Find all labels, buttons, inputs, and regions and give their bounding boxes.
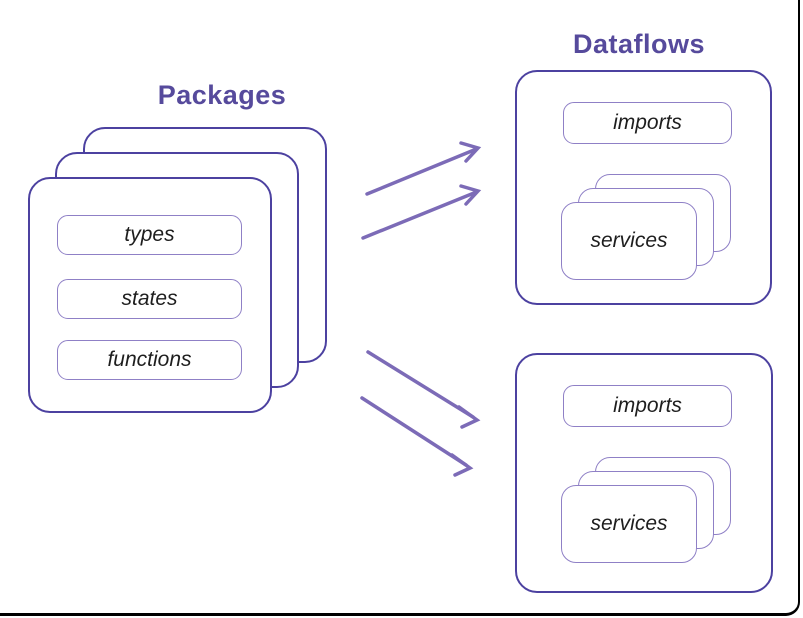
services-card-front-top: services xyxy=(561,202,697,280)
states-box: states xyxy=(57,279,242,319)
dataflow-box-bottom: imports services xyxy=(515,353,773,593)
dataflow-box-top: imports services xyxy=(515,70,772,305)
imports-box-bottom: imports xyxy=(563,385,732,427)
arrow-packages-to-bottom-dataflow-1 xyxy=(366,350,481,429)
dataflows-title: Dataflows xyxy=(572,29,706,59)
packages-title: Packages xyxy=(157,80,287,110)
services-label-bottom: services xyxy=(590,512,668,535)
functions-box: functions xyxy=(57,340,242,380)
imports-box-top: imports xyxy=(563,102,732,144)
imports-label-top: imports xyxy=(613,111,682,134)
packages-stack-card-front: types states functions xyxy=(28,177,272,413)
functions-label: functions xyxy=(107,348,192,371)
services-label-top: services xyxy=(590,229,668,252)
arrow-packages-to-top-dataflow-1 xyxy=(365,141,482,196)
services-card-front-bottom: services xyxy=(561,485,697,563)
states-label: states xyxy=(121,287,178,310)
arrow-packages-to-bottom-dataflow-2 xyxy=(360,396,474,477)
arrow-packages-to-top-dataflow-2 xyxy=(361,184,482,240)
types-box: types xyxy=(57,215,242,255)
types-label: types xyxy=(124,223,175,246)
imports-label-bottom: imports xyxy=(613,394,682,417)
